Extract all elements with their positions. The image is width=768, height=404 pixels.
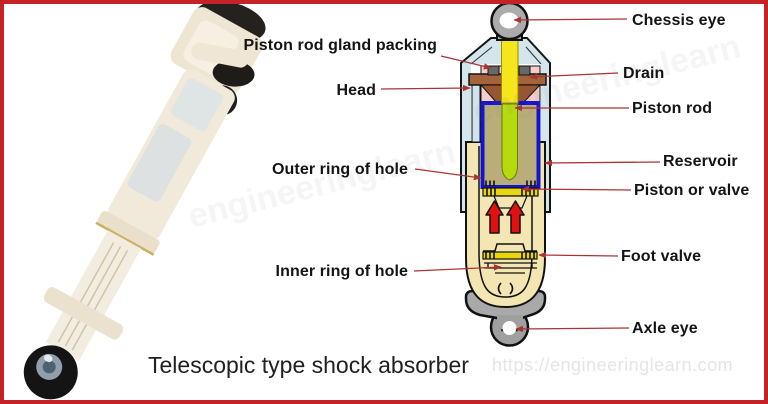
gland-cap-left [487,65,500,76]
leader-line-axle-eye [515,325,630,333]
leader-line-reservoir [544,159,661,167]
leader-line-outer-ring [414,168,482,181]
leader-line-piston-valve [521,185,632,193]
leader-line-head [380,84,471,92]
shock-absorber-photo [23,0,266,400]
label-outer-ring-of-hole: Outer ring of hole [271,161,408,178]
label-piston-rod-gland-packing: Piston rod gland packing [243,37,437,54]
label-piston-rod: Piston rod [632,100,713,117]
oil-flow-arrows [485,200,525,234]
cylinder-bottom-hatch [485,180,536,186]
label-foot-valve: Foot valve [621,248,702,265]
label-chessis-eye: Chessis eye [632,12,726,29]
up-arrow-left [485,200,504,234]
leader-line-inner-ring [413,264,502,272]
axle-eye-hole [502,321,517,335]
gland-cap-right [518,65,531,76]
chassis-eye-hole [499,12,519,29]
label-head: Head [336,82,376,99]
leader-lines [380,16,661,333]
label-piston-or-valve: Piston or valve [634,182,750,199]
up-arrow-right [506,200,525,234]
leader-line-foot-valve [538,251,619,259]
inner-cylinder-wall [478,146,533,298]
photo-crosspiece [43,287,124,340]
leader-line-gland-packing [440,55,492,70]
seal-mark-left [497,282,502,295]
piston-rod-lower [501,103,518,181]
label-inner-ring-of-hole: Inner ring of hole [275,263,408,280]
label-drain: Drain [623,65,665,82]
photo-collar [97,210,160,254]
shock-absorber-diagram [460,1,551,347]
foot-valve-assembly [482,243,538,274]
seal-mark-right [509,282,514,295]
leader-line-chessis-eye [513,16,628,24]
leader-line-drain [529,72,619,80]
label-reservoir: Reservoir [663,153,738,170]
label-axle-eye: Axle eye [632,320,698,337]
figure-caption: Telescopic type shock absorber [148,352,469,378]
photo-rubber-ring [212,60,255,87]
watermark-url: https://engineeringlearn.com [492,355,734,375]
